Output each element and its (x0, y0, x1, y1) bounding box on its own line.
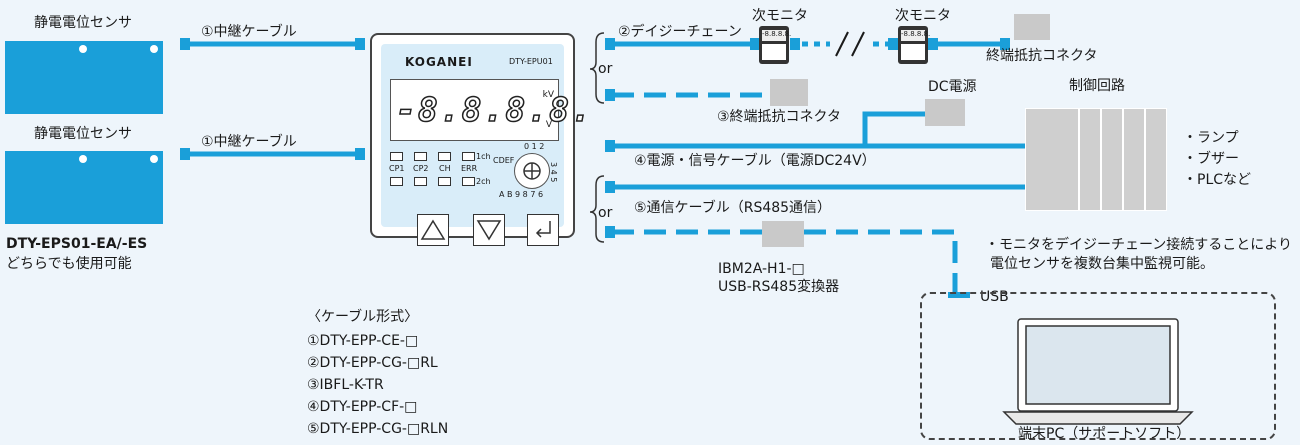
cable-type-item: ①DTY-EPP-CE-□ (307, 333, 419, 349)
enter-arrow-icon (535, 221, 551, 238)
next-monitor-2: -8.8.8.8. (898, 26, 930, 64)
led-cp1 (390, 152, 403, 161)
brand-logo: KOGANEI (405, 55, 473, 69)
pc-label: 端末PC（サポートソフト） (1018, 426, 1191, 442)
dial-right-labels: 3 4 5 (549, 162, 558, 183)
cable-type-item: ⑤DTY-EPP-CG-□RLN (307, 421, 449, 437)
brace-top (589, 32, 605, 104)
usb-dashed-cable (612, 229, 958, 295)
led-1ch-label: 1ch (476, 152, 491, 161)
up-button[interactable] (417, 214, 449, 246)
sensor-mount-hole (79, 45, 87, 53)
led-cp2-label: CP2 (413, 164, 429, 173)
mini-display: -8.8.8.8. (762, 30, 791, 41)
or-label-bottom: or (598, 205, 613, 221)
triangle-up-icon (420, 219, 446, 240)
down-button[interactable] (473, 214, 505, 246)
power-signal-cable-label: ④電源・信号ケーブル（電源DC24V） (634, 153, 876, 169)
daisy-chain-label: ②デイジーチェーン (618, 24, 742, 40)
usb-rs485-converter (762, 221, 804, 247)
unit-kv: kV (542, 90, 554, 100)
enter-button[interactable] (527, 214, 559, 246)
control-module (1079, 108, 1101, 211)
converter-model: IBM2A-H1-□ (718, 261, 805, 277)
dial-bottom-labels: A B 9 8 7 6 (499, 190, 544, 199)
sensor-bottom (5, 151, 163, 224)
output-buzzer: ・ブザー (1183, 151, 1239, 167)
terminal-pc-box (920, 292, 1276, 440)
control-circuit-title: 制御回路 (1069, 78, 1125, 94)
note-line-1: ・モニタをデイジーチェーン接続することにより (985, 237, 1293, 253)
sensor-top (5, 41, 163, 114)
comm-cable-label: ⑤通信ケーブル（RS485通信） (634, 200, 832, 216)
dial-top-labels: 0 1 2 (524, 142, 545, 151)
cable-type-item: ③IBFL-K-TR (307, 377, 384, 393)
mini-keypad (901, 44, 925, 60)
led-ch (438, 152, 451, 161)
next-monitor-label-1: 次モニタ (752, 8, 808, 24)
sensor-bottom-label: 静電電位センサ (34, 126, 132, 142)
dial-icon (523, 162, 541, 180)
led-cp2-2 (414, 177, 427, 186)
terminator-label: ③終端抵抗コネクタ (717, 109, 841, 125)
unit-v: V (545, 120, 552, 130)
control-circuit (1025, 108, 1167, 211)
terminator-connector (770, 79, 808, 106)
end-terminator-label: 終端抵抗コネクタ (986, 48, 1098, 64)
triangle-down-icon (476, 220, 502, 241)
mini-display: -8.8.8.8. (901, 30, 930, 41)
sensor-model: DTY-EPS01-EA/-ES (6, 236, 148, 252)
cable-type-item: ④DTY-EPP-CF-□ (307, 399, 418, 415)
converter-description: USB-RS485変換器 (718, 279, 840, 295)
led-cp1-2 (390, 177, 403, 186)
relay-cable-top-label: ①中継ケーブル (201, 24, 297, 40)
led-cp2 (414, 152, 427, 161)
output-lamp: ・ランプ (1183, 130, 1239, 146)
or-label-top: or (598, 61, 613, 77)
end-terminator-connector (1014, 14, 1050, 40)
sensor-model-note: どちらでも使用可能 (6, 256, 132, 272)
monitor-unit: KOGANEI DTY-EPU01 -8.8.8.8. kV V 1ch CP1… (370, 33, 592, 246)
power-signal-cable (612, 111, 925, 149)
note-line-2: 電位センサを複数台集中監視可能。 (990, 256, 1214, 272)
led-2ch (462, 177, 475, 186)
channel-dial[interactable] (514, 153, 550, 189)
cable-type-item: ②DTY-EPP-CG-□RL (307, 355, 438, 371)
monitor-face: KOGANEI DTY-EPU01 -8.8.8.8. kV V 1ch CP1… (381, 44, 592, 246)
led-err-label: ERR (461, 164, 478, 173)
control-module (1123, 108, 1145, 211)
mini-keypad (762, 44, 786, 60)
led-ch-2 (438, 177, 451, 186)
led-2ch-label: 2ch (476, 177, 491, 186)
sensor-top-label: 静電電位センサ (34, 15, 132, 31)
sensor-mount-hole (150, 155, 158, 163)
segment-display: -8.8.8.8. kV V (390, 79, 592, 141)
led-ch-label: CH (439, 164, 451, 173)
control-module (1101, 108, 1123, 211)
dc-power-label: DC電源 (928, 79, 977, 95)
relay-cable-bottom-label: ①中継ケーブル (201, 134, 297, 150)
led-1ch (462, 152, 475, 161)
laptop-icon (1002, 318, 1194, 425)
next-monitor-1: -8.8.8.8. (759, 26, 791, 64)
brace-bottom (589, 175, 605, 243)
cable-types-title: 〈ケーブル形式〉 (307, 309, 419, 325)
display-value: -8.8.8.8. (395, 89, 593, 130)
sensor-mount-hole (150, 45, 158, 53)
next-monitor-label-2: 次モニタ (895, 8, 951, 24)
output-plc: ・PLCなど (1183, 172, 1252, 188)
dc-power-supply (925, 99, 965, 126)
control-module (1025, 108, 1079, 211)
sensor-mount-hole (79, 155, 87, 163)
dial-side-labels: CDEF (493, 156, 515, 165)
control-module (1145, 108, 1167, 211)
led-cp1-label: CP1 (389, 164, 405, 173)
monitor-model: DTY-EPU01 (509, 57, 553, 66)
